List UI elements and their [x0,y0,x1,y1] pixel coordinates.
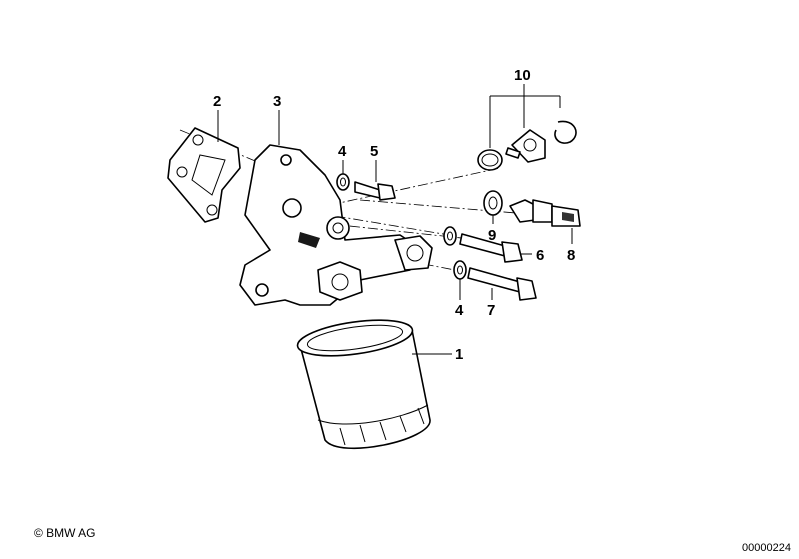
callout-5: 5 [370,143,378,160]
filter-housing-part-3 [239,144,433,306]
bolt-part-5 [354,181,396,201]
callout-1: 1 [455,346,463,363]
callout-3: 3 [273,93,281,110]
copyright-text: © BMW AG [34,526,96,540]
pressure-switch-part-8 [509,199,581,227]
bolt-part-7 [467,267,537,301]
callout-10: 10 [514,67,531,84]
gasket-part-2 [167,127,241,223]
callout-8: 8 [567,247,575,264]
seal-ring-part-9 [483,190,503,216]
bolt-part-6 [459,233,523,263]
leader-lines [217,84,573,355]
callout-7: 7 [487,302,495,319]
image-number: 00000224 [742,542,791,554]
callout-2: 2 [213,93,221,110]
callout-labels: 1 2 3 4 5 6 7 8 9 10 4 [213,67,575,363]
washer-part-4-mid [443,226,457,246]
washer-part-4-lower [453,260,467,280]
washer-part-4-upper [336,173,350,191]
sensor-kit-part-10 [477,120,577,171]
callout-4-lower: 4 [455,302,464,319]
callout-6: 6 [536,247,544,264]
callout-4-upper: 4 [338,143,347,160]
callout-9: 9 [488,227,496,244]
oil-filter-part-1 [296,319,431,449]
